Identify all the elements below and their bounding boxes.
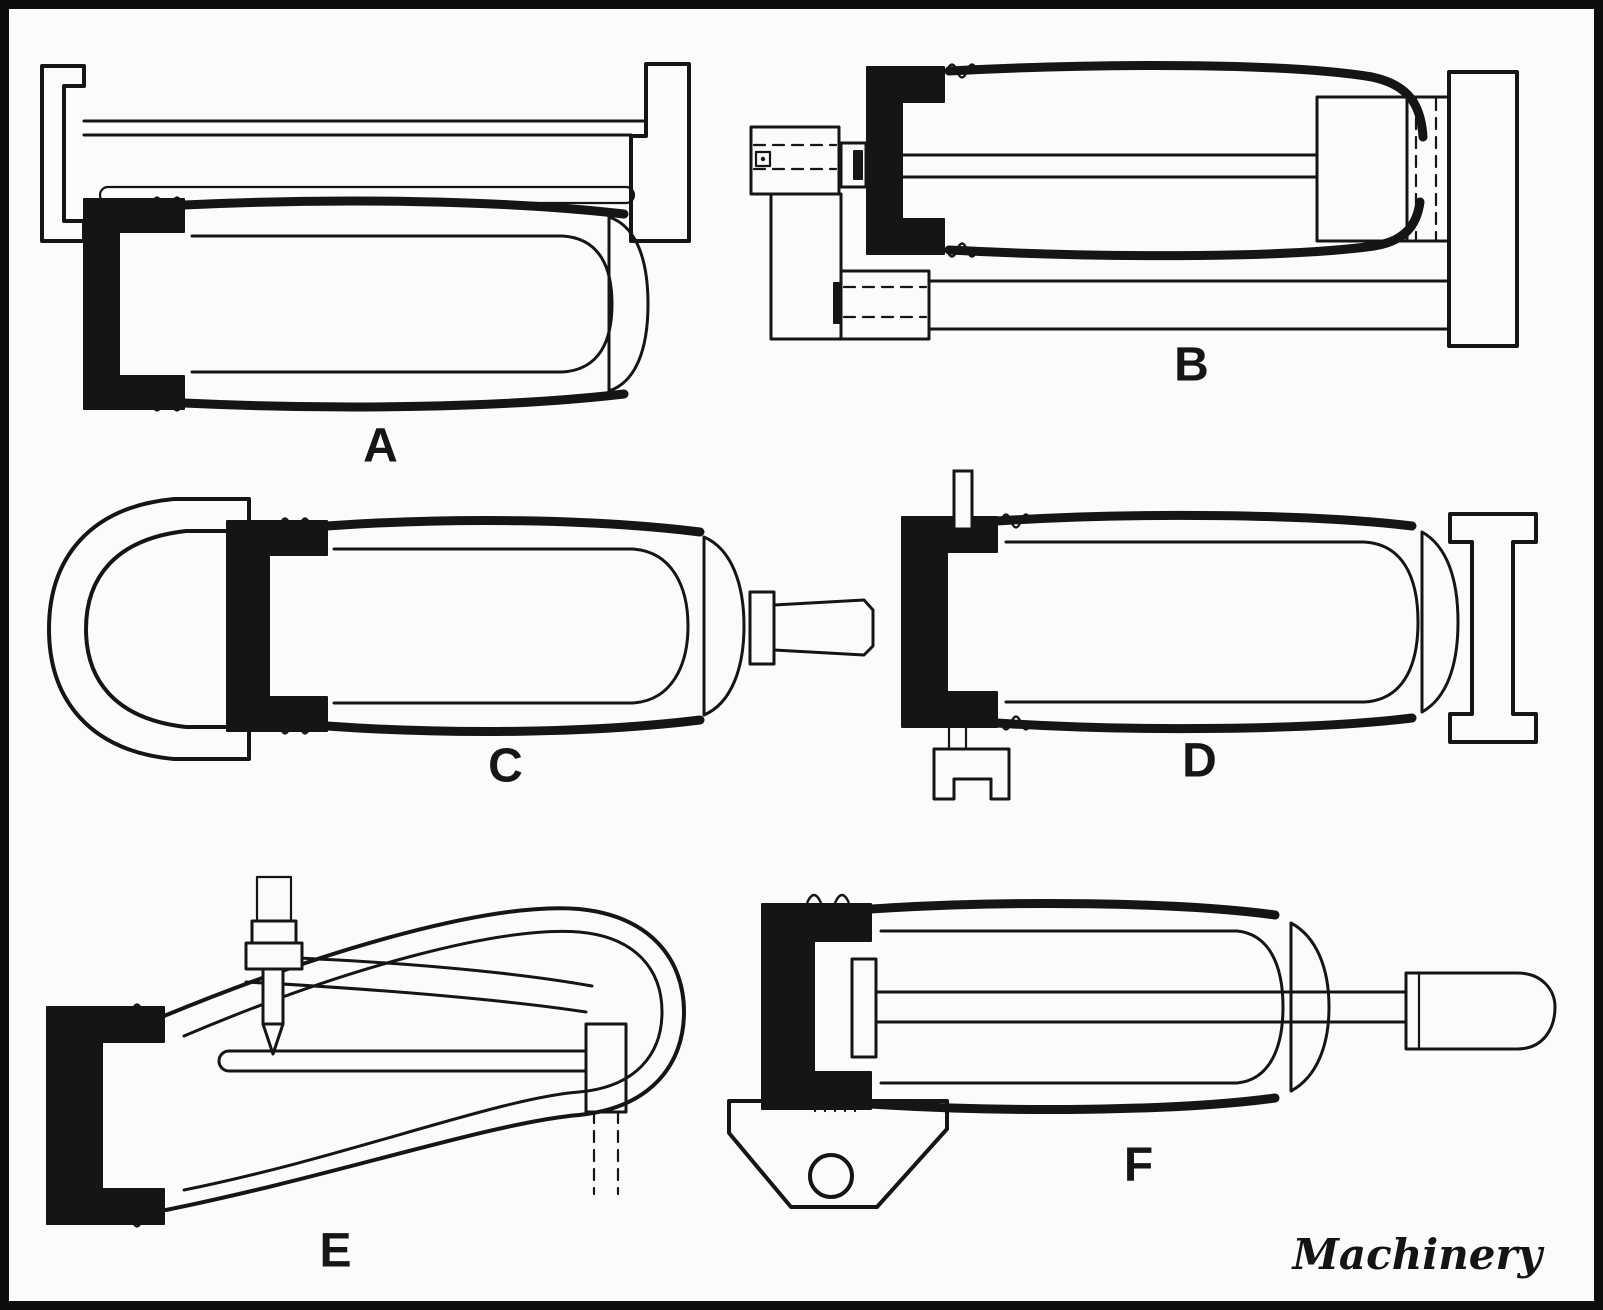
credit-text: Machinery — [1292, 1230, 1542, 1279]
lap-body — [866, 60, 1451, 261]
figure-d-drawing — [901, 469, 1538, 801]
drive-rod — [850, 957, 1557, 1059]
index-pin — [952, 469, 974, 531]
end-block — [1447, 70, 1519, 348]
figure-d-label: D — [1182, 734, 1218, 788]
adjusting-screw — [244, 875, 304, 1056]
hatched-end — [702, 535, 746, 717]
stub-shaft — [748, 590, 875, 666]
hatched-end — [1420, 530, 1460, 714]
figure-f-drawing — [727, 893, 1557, 1209]
hatched-end — [607, 215, 650, 393]
figure-f-label: F — [1123, 1138, 1155, 1192]
figure-c-drawing — [47, 497, 875, 761]
figure-e-label: E — [319, 1224, 353, 1278]
bottom-bracket — [932, 725, 1011, 801]
lap-body — [226, 515, 746, 737]
hatched-end — [1289, 921, 1331, 1093]
figure-b-label: B — [1174, 338, 1210, 392]
clamp-frame — [761, 893, 872, 1110]
horseshoe-yoke — [47, 497, 251, 761]
lap-body — [901, 469, 1460, 734]
taper-arm — [217, 954, 594, 1073]
driver-clamp — [749, 125, 1451, 341]
i-beam-block — [1448, 512, 1538, 744]
drive-rod — [927, 279, 1451, 331]
spring-loop — [162, 906, 686, 1212]
figure-a-label: A — [363, 419, 399, 473]
knurled-head — [255, 875, 293, 923]
center-arbor — [900, 153, 1319, 179]
expanding-plug — [1315, 95, 1409, 243]
figure-e-drawing — [46, 875, 686, 1228]
handle — [1404, 971, 1557, 1051]
expander-end — [584, 1022, 628, 1196]
figure-a-drawing — [40, 62, 691, 412]
lap-body — [866, 898, 1331, 1115]
clamp-frame — [46, 1003, 165, 1228]
figure-c-label: C — [488, 739, 524, 793]
figure-b-drawing — [749, 60, 1519, 348]
lap-sleeve — [83, 196, 650, 412]
